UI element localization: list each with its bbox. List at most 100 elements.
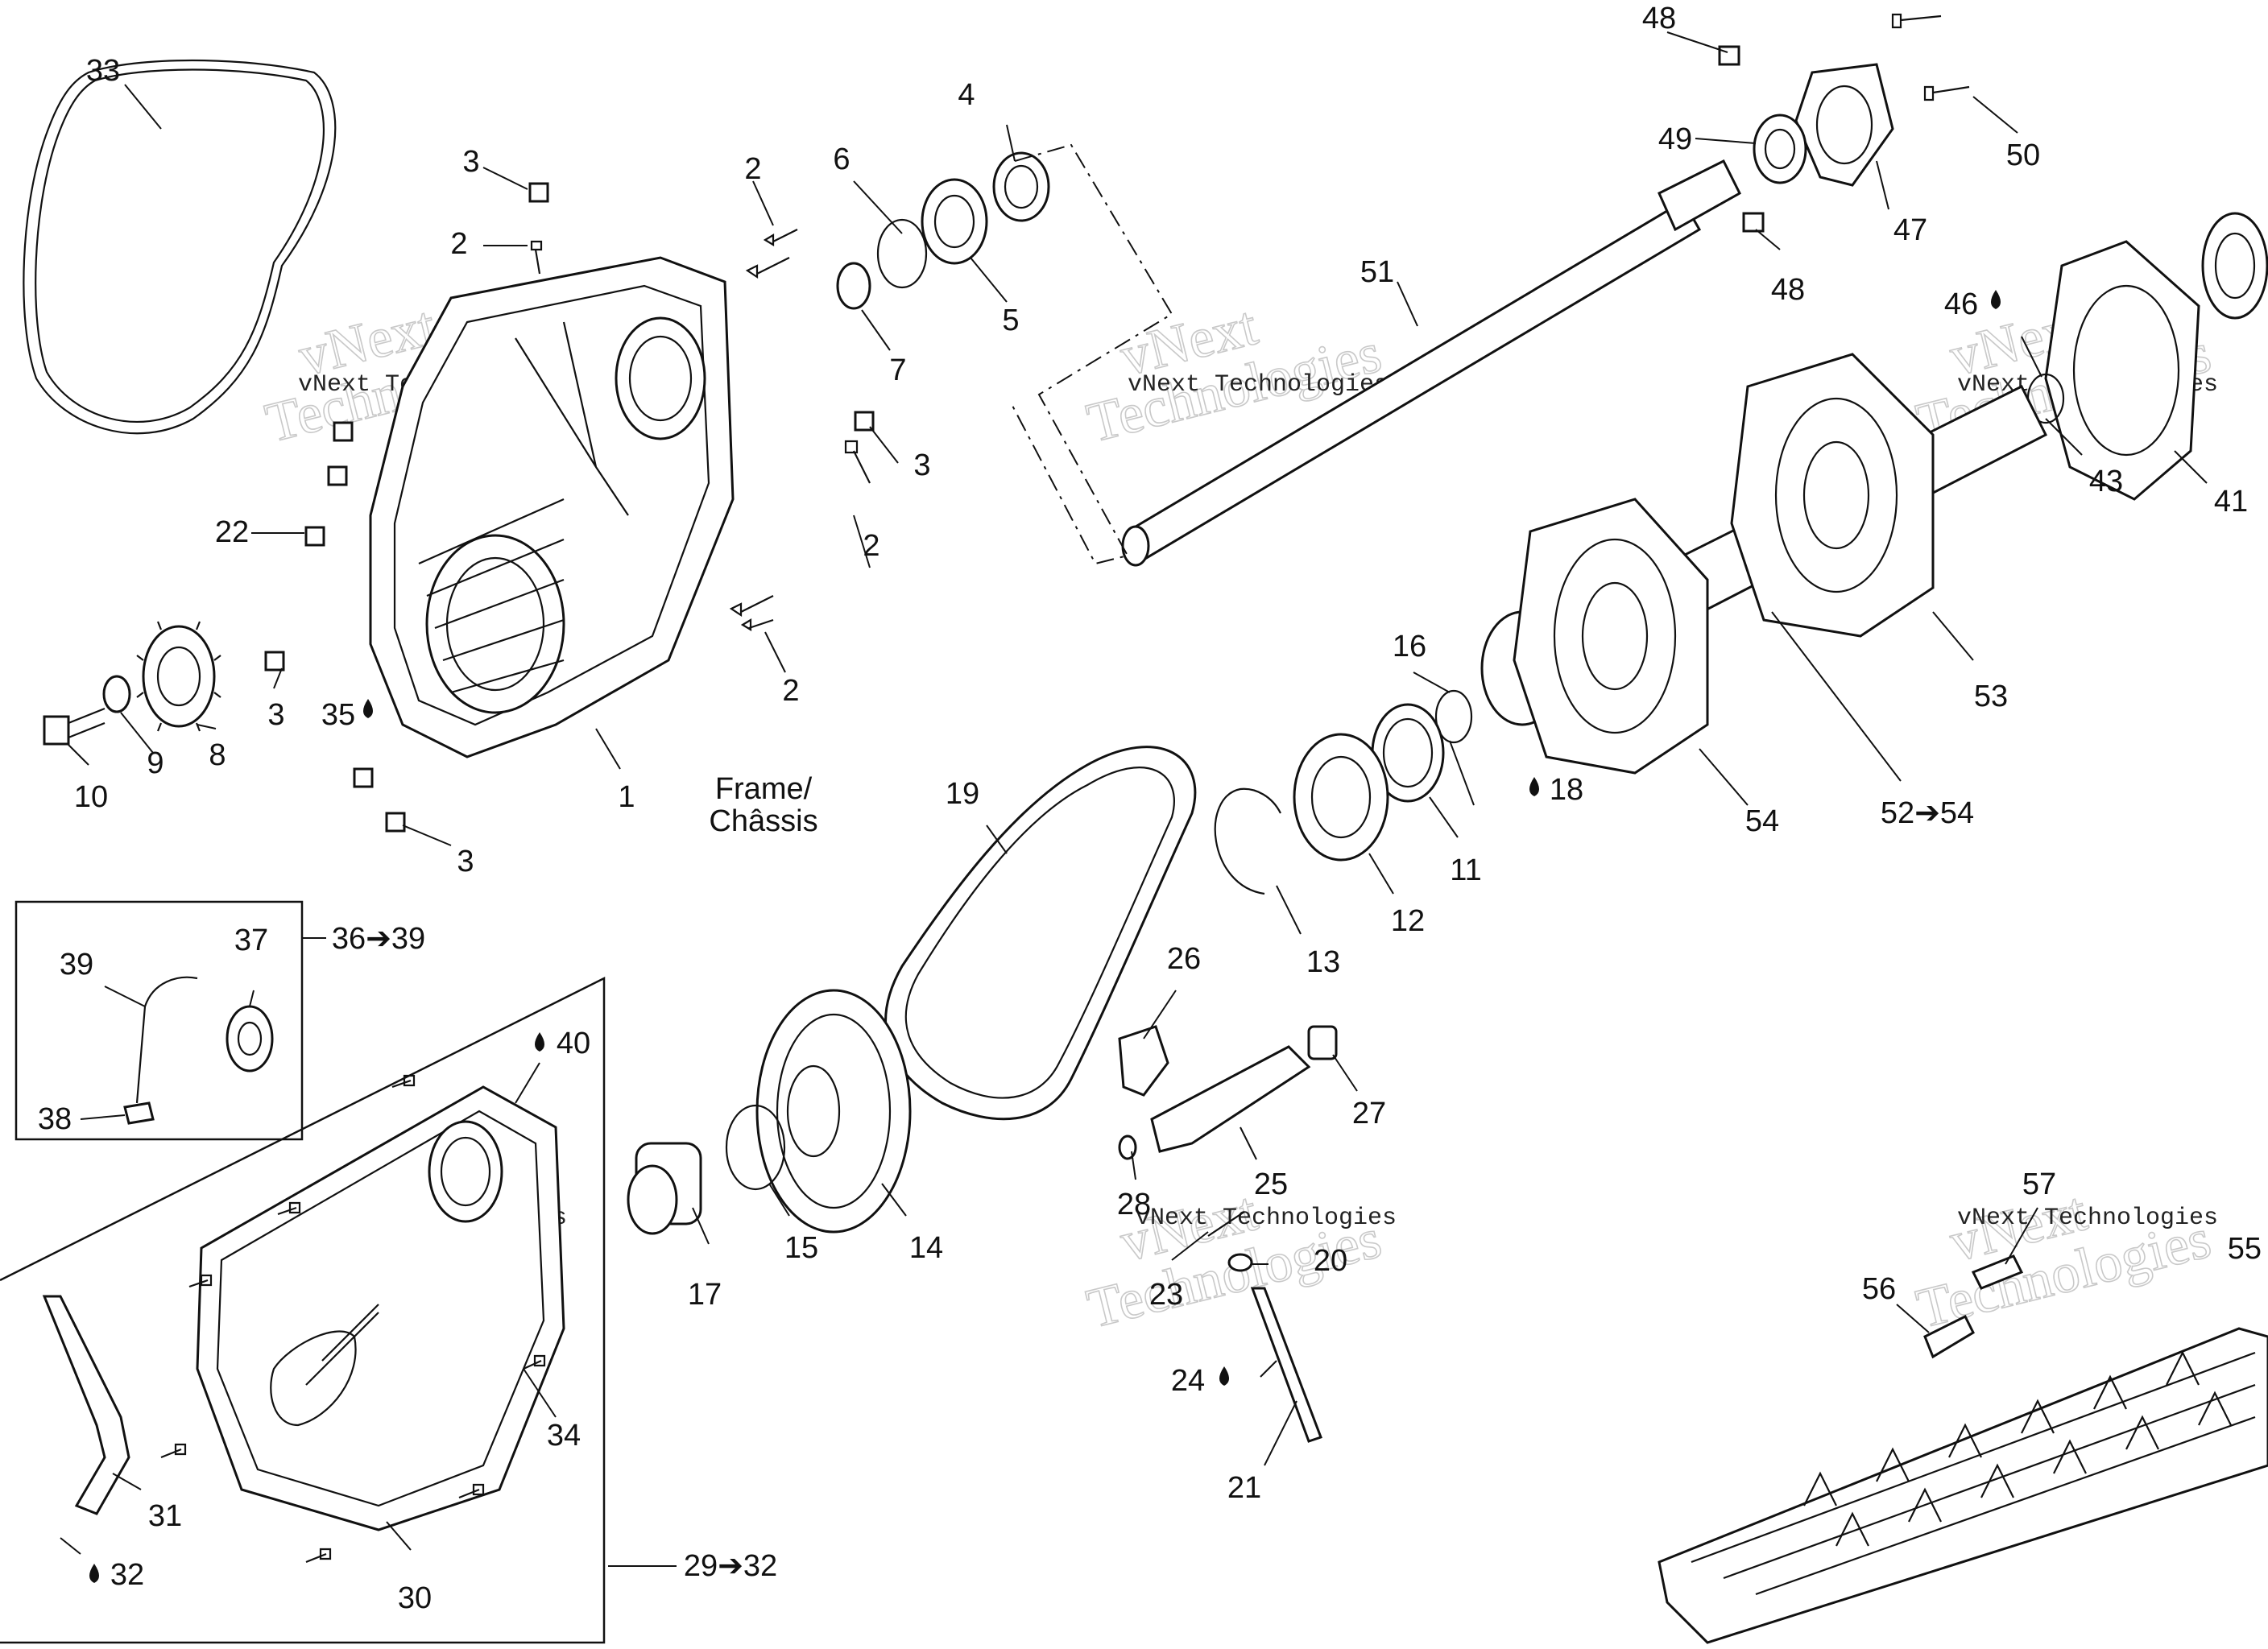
callout-4: 4 — [958, 78, 975, 112]
callout-21: 21 — [1227, 1471, 1261, 1505]
ring-20 — [1227, 1253, 1253, 1272]
callout-24: 24 — [1171, 1364, 1205, 1398]
callout-37: 37 — [234, 924, 268, 957]
callout-3: 3 — [457, 845, 474, 878]
callout-27: 27 — [1352, 1097, 1386, 1130]
frame-label-line-1: Frame/ — [715, 772, 813, 806]
circlip-13 — [1214, 787, 1281, 895]
callout-34: 34 — [547, 1419, 581, 1453]
clip-56 — [1923, 1314, 1975, 1359]
oil-drop-icon — [535, 1032, 544, 1052]
sprocket-54 — [1513, 498, 1709, 775]
drive-shaft-51 — [1121, 159, 1741, 567]
callout-55: 55 — [2228, 1232, 2262, 1266]
nuts-3 — [264, 182, 875, 833]
callout-51: 51 — [1360, 255, 1394, 289]
callout-11: 11 — [1450, 853, 1481, 887]
chaincase-housing-1 — [369, 256, 735, 758]
chaincase-cover-30 — [196, 1085, 565, 1531]
hose-39 — [135, 976, 198, 1104]
callout-30: 30 — [398, 1581, 432, 1615]
callout-20: 20 — [1314, 1244, 1347, 1278]
bolts-34 — [160, 1074, 546, 1564]
bolt-10 — [43, 707, 106, 746]
cover-box-29-32 — [0, 976, 606, 1644]
rod-21 — [1250, 1287, 1322, 1443]
callout-3: 3 — [267, 698, 284, 732]
callout-18: 18 — [1550, 773, 1583, 807]
nut-48-top — [1718, 45, 1740, 66]
spacer-7 — [836, 262, 871, 310]
bearing-housing-41 — [2044, 212, 2268, 501]
dipstick-31 — [42, 1295, 130, 1515]
callout-54: 54 — [1745, 804, 1779, 838]
sprocket-8 — [136, 621, 221, 732]
bushing-27 — [1307, 1025, 1338, 1060]
callout-32: 32 — [110, 1558, 144, 1592]
callout-25: 25 — [1254, 1168, 1288, 1201]
gasket-33-inner — [35, 68, 325, 424]
callout-12: 12 — [1391, 904, 1425, 938]
watermark-5-small: vNext Technologies — [1136, 1205, 1397, 1232]
bolts-50 — [1891, 13, 1970, 101]
callout-23: 23 — [1149, 1278, 1183, 1312]
frame-label-line-2: Châssis — [709, 804, 817, 838]
callout-47: 47 — [1893, 213, 1927, 247]
callout-3: 3 — [462, 145, 479, 179]
callout-33: 33 — [86, 54, 120, 88]
watermark-6: vNext Technologies — [1910, 1180, 2217, 1341]
callout-8: 8 — [209, 738, 226, 772]
callout-39: 39 — [60, 948, 93, 982]
gasket-33 — [23, 59, 337, 435]
callout-1: 1 — [618, 780, 635, 814]
callout-35: 35 — [321, 698, 355, 732]
callout-14: 14 — [909, 1231, 943, 1265]
callout-43: 43 — [2089, 465, 2123, 498]
seal-4 — [992, 151, 1050, 222]
oil-drop-icon — [1529, 777, 1539, 796]
callout-48: 48 — [1771, 273, 1805, 307]
o-ring-16 — [1434, 689, 1473, 744]
washer-28 — [1118, 1134, 1137, 1160]
callout-52-54: 52➔54 — [1881, 796, 1974, 830]
dashed-box-51 — [1010, 143, 1173, 565]
callout-17: 17 — [688, 1278, 722, 1312]
bearing-17 — [627, 1142, 702, 1235]
watermark-2-small: vNext Technologies — [1128, 371, 1389, 399]
callout-2: 2 — [863, 529, 879, 563]
leader-lines — [60, 31, 2208, 1567]
callout-19: 19 — [946, 777, 979, 811]
callout-9: 9 — [147, 746, 163, 780]
callout-2: 2 — [450, 227, 467, 261]
breather-cap-37 — [226, 1005, 274, 1072]
pin-23 — [1207, 1211, 1245, 1237]
track-55 — [1658, 1327, 2268, 1644]
cam-26 — [1118, 1025, 1169, 1097]
callout-15: 15 — [784, 1231, 818, 1265]
bearing-5 — [921, 178, 988, 265]
kit-box-36-39 — [14, 900, 304, 1141]
callout-10: 10 — [74, 780, 108, 814]
callout-6: 6 — [833, 143, 850, 176]
flange-47 — [1794, 63, 1894, 187]
callout-7: 7 — [889, 353, 906, 387]
oil-drop-icon — [89, 1564, 99, 1583]
callout-2: 2 — [782, 674, 799, 708]
callout-5: 5 — [1002, 304, 1019, 337]
callout-41: 41 — [2214, 485, 2248, 519]
bearing-49 — [1753, 114, 1807, 184]
callout-labels: 33 3 2 2 6 4 5 7 3 2 22 2 3 35 10 9 8 1 … — [38, 2, 2262, 1615]
chain-19 — [884, 746, 1197, 1121]
ring-15 — [725, 1104, 786, 1191]
watermark-6-small: vNext Technologies — [1957, 1205, 2218, 1232]
sprocket-53 — [1730, 353, 1935, 638]
callout-53: 53 — [1974, 680, 2008, 713]
callout-28: 28 — [1117, 1188, 1151, 1221]
callout-22: 22 — [215, 515, 249, 549]
callout-31: 31 — [148, 1499, 182, 1533]
arm-25 — [1150, 1045, 1311, 1153]
callout-38: 38 — [38, 1102, 72, 1136]
fitting-38 — [123, 1101, 155, 1125]
bolts-2 — [530, 229, 871, 631]
